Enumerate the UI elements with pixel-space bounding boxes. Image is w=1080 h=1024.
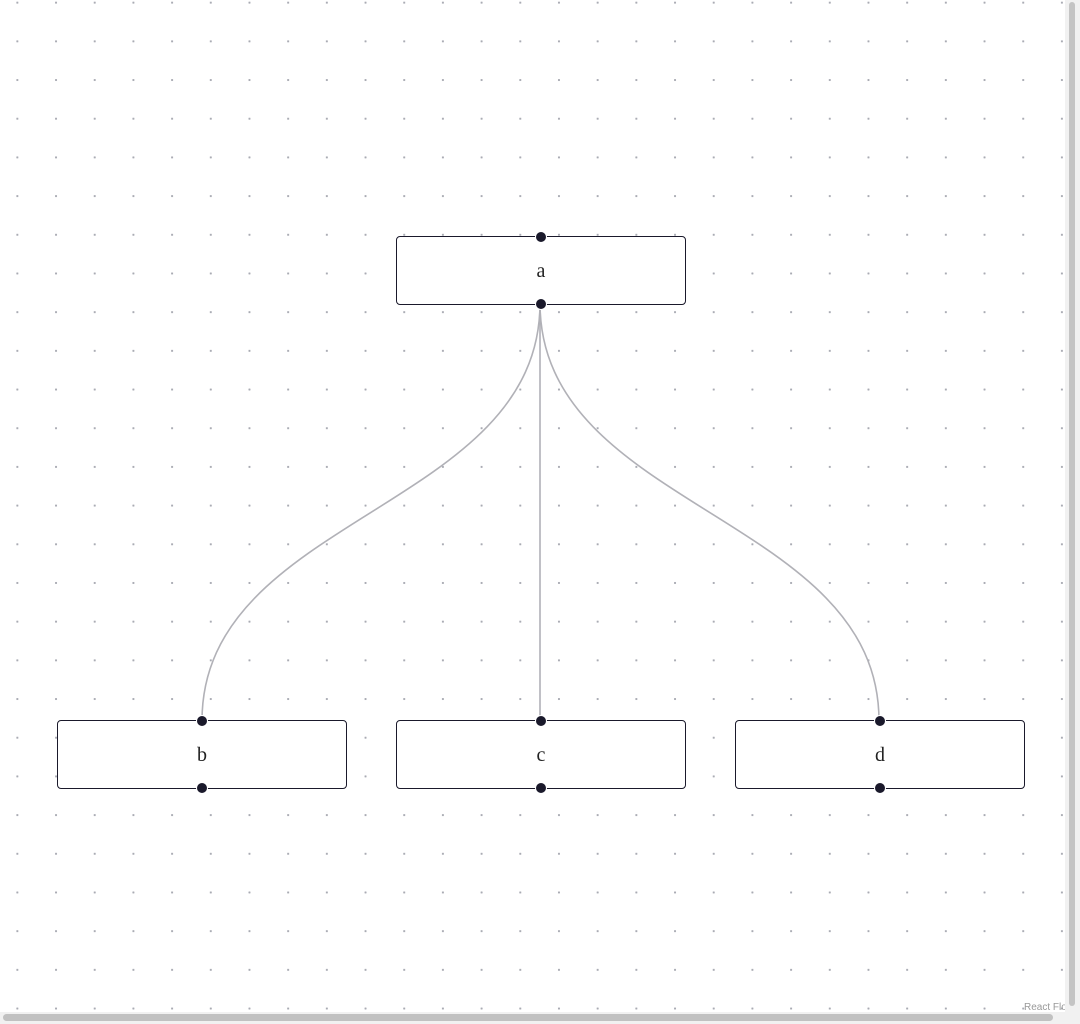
node-b-source-handle[interactable] bbox=[196, 782, 208, 794]
node-d-label: d bbox=[875, 743, 885, 766]
node-a[interactable]: a bbox=[396, 231, 686, 310]
node-c[interactable]: c bbox=[396, 715, 686, 794]
edges-layer bbox=[201, 302, 880, 722]
node-c-source-handle[interactable] bbox=[535, 782, 547, 794]
node-d[interactable]: d bbox=[735, 715, 1025, 794]
node-a-label: a bbox=[536, 259, 546, 282]
horizontal-scrollbar[interactable] bbox=[0, 1012, 1080, 1024]
edge-a-d[interactable] bbox=[539, 302, 880, 722]
flow-canvas[interactable]: a b c d bbox=[0, 0, 1065, 1012]
node-a-source-handle[interactable] bbox=[535, 298, 547, 310]
node-c-label: c bbox=[536, 743, 546, 766]
node-b-label: b bbox=[197, 743, 207, 766]
edge-a-b[interactable] bbox=[201, 302, 541, 722]
vertical-scrollbar-thumb[interactable] bbox=[1069, 2, 1075, 1006]
attribution-link[interactable]: React Flow bbox=[1024, 1002, 1075, 1013]
node-a-target-handle[interactable] bbox=[535, 231, 547, 243]
vertical-scrollbar[interactable] bbox=[1065, 0, 1080, 1012]
node-b[interactable]: b bbox=[57, 715, 347, 794]
node-d-target-handle[interactable] bbox=[874, 715, 886, 727]
horizontal-scrollbar-thumb[interactable] bbox=[3, 1014, 1053, 1021]
node-b-target-handle[interactable] bbox=[196, 715, 208, 727]
node-d-source-handle[interactable] bbox=[874, 782, 886, 794]
node-c-target-handle[interactable] bbox=[535, 715, 547, 727]
